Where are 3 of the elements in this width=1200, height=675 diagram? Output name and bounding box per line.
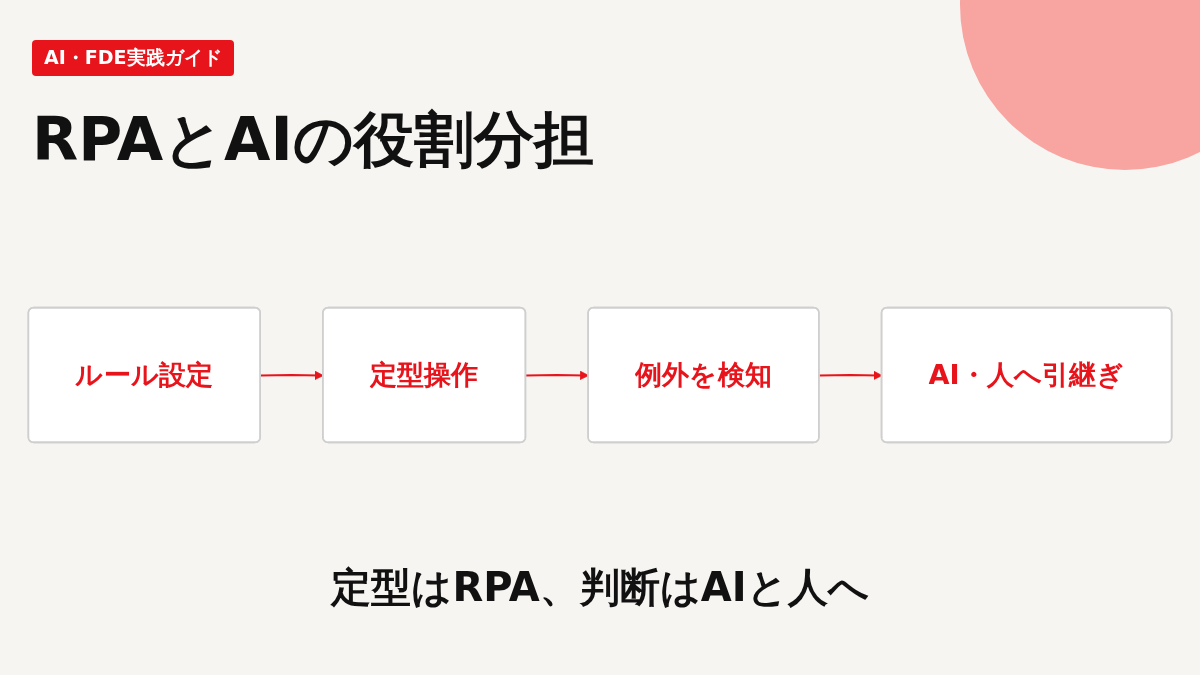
category-tag: AI・FDE実践ガイド bbox=[32, 40, 234, 76]
caption: 定型はRPA、判断はAIと人へ bbox=[329, 563, 870, 612]
title: RPAとAIの役割分担 bbox=[32, 103, 594, 176]
